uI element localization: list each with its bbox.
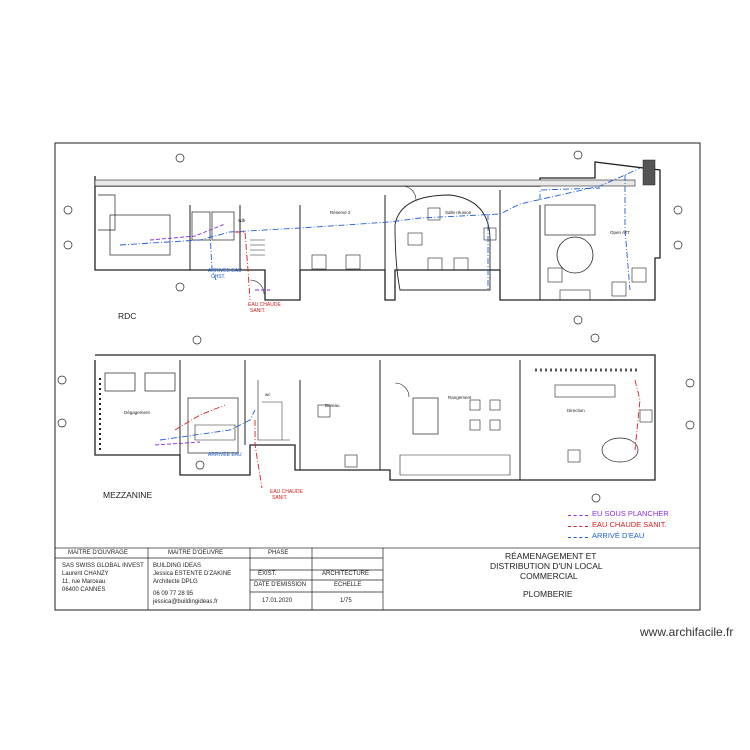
tb-maitre-ouvrage-line: Laurent CHANZY bbox=[62, 571, 109, 577]
tb-maitre-oeuvre-header: MAITRE D'OEUVRE bbox=[168, 550, 224, 556]
legend-swatch-ecs bbox=[568, 526, 588, 527]
annotation-eau-chaude-rdc-sub: SANIT. bbox=[250, 308, 266, 314]
rdc-plan bbox=[94, 159, 661, 301]
annotation-eau-chaude-mez-sub: SANIT. bbox=[272, 495, 288, 501]
tb-maitre-ouvrage-line: 11, rue Marceau bbox=[62, 579, 106, 585]
annotation-eau-chaude-mez: EAU CHAUDE bbox=[270, 489, 303, 495]
tb-maitre-oeuvre-line: 06 09 77 28 95 bbox=[153, 591, 194, 597]
title-block-grid bbox=[54, 547, 701, 611]
room-label-wc: wc bbox=[265, 392, 271, 397]
room-label-open: Open ATT bbox=[610, 230, 631, 235]
tb-sheet-name: PLOMBERIE bbox=[523, 589, 573, 599]
legend-swatch-ae bbox=[568, 537, 588, 538]
tb-project-title-line: DISTRIBUTION D'UN LOCAL bbox=[490, 561, 603, 571]
legend-label-ecs: EAU CHAUDE SANIT. bbox=[592, 520, 667, 529]
watermark: www.archifacile.fr bbox=[640, 625, 734, 639]
rdc-water-network bbox=[119, 167, 641, 301]
tb-maitre-oeuvre-line: Architecte DPLG bbox=[153, 579, 198, 585]
room-label-rangement: Rangement bbox=[448, 395, 472, 400]
mezzanine-plan bbox=[94, 354, 656, 481]
annotation-arrivee-eau-rdc-sub: CHST. bbox=[211, 274, 226, 280]
level-label-rdc: RDC bbox=[118, 311, 137, 321]
tb-maitre-ouvrage-line: 06400 CANNES bbox=[62, 587, 106, 593]
tb-project-title-line: COMMERCIAL bbox=[520, 571, 578, 581]
room-label-direction: Direction bbox=[567, 408, 585, 413]
annotation-arrivee-eau-rdc: ARRIVÉE EAU bbox=[208, 268, 242, 274]
tb-maitre-oeuvre-line: jessica@buildingideas.fr bbox=[153, 599, 218, 605]
room-label-degagement: Dégagement bbox=[124, 410, 150, 415]
tb-phase-header: PHASE bbox=[268, 550, 289, 556]
room-label-salle-reunion: Salle réunion bbox=[445, 210, 472, 215]
tb-echelle-value: 1/75 bbox=[340, 598, 352, 604]
tb-maitre-ouvrage-line: SAS SWISS GLOBAL INVEST bbox=[62, 563, 144, 569]
annotation-arrivee-eau-mez: ARRIVÉE EAU bbox=[208, 452, 242, 458]
legend-label-eu: EU SOUS PLANCHER bbox=[592, 509, 669, 518]
tb-project-title-line: RÉAMENAGEMENT ET bbox=[505, 551, 597, 561]
tb-architecture: ARCHITECTURE bbox=[322, 571, 370, 577]
room-label-bureau: Bureau bbox=[325, 403, 340, 408]
mezzanine-water-network bbox=[154, 379, 641, 489]
axis-markers bbox=[57, 150, 695, 503]
room-label-sdb: sdb bbox=[238, 218, 246, 223]
tb-maitre-oeuvre-line: BUILDING IDEAS bbox=[153, 563, 202, 569]
tb-maitre-oeuvre-line: Jessica ESTENTE D'ZAKINE bbox=[153, 571, 232, 577]
tb-maitre-ouvrage-header: MAITRE D'OUVRAGE bbox=[68, 550, 128, 556]
tb-date-header: DATE D'EMISSION bbox=[254, 582, 307, 588]
level-label-mezzanine: MEZZANINE bbox=[103, 490, 153, 500]
annotation-eau-chaude-rdc: EAU CHAUDE bbox=[248, 302, 281, 308]
legend-swatch-eu bbox=[568, 515, 588, 516]
room-label-reserve: Réserve 2 bbox=[330, 210, 351, 215]
tb-phase-value: EXIST. bbox=[258, 571, 277, 577]
tb-echelle-header: ECHELLE bbox=[334, 582, 362, 588]
tb-date-value: 17.01.2020 bbox=[262, 598, 293, 604]
legend-label-ae: ARRIVÉ D'EAU bbox=[592, 531, 645, 540]
